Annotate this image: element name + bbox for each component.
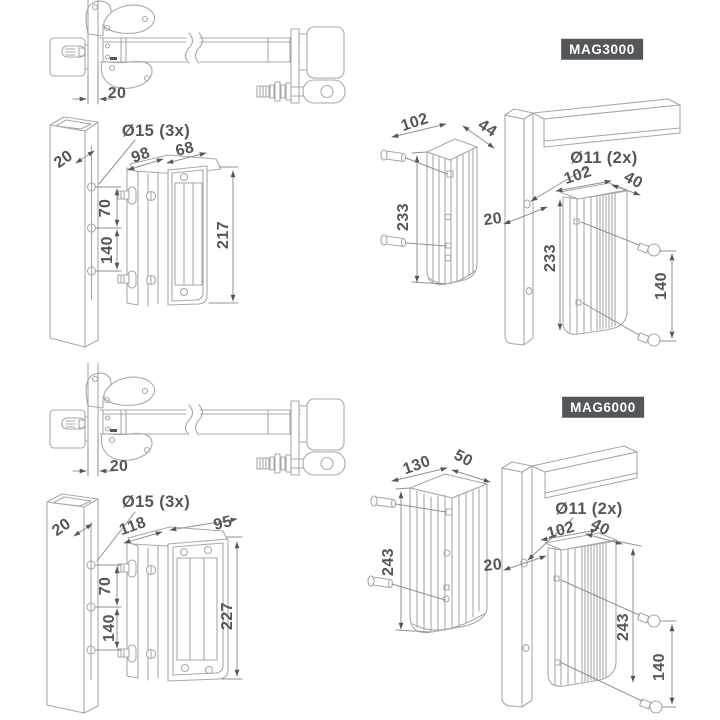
dim-mag3000-plate-height: 233 — [542, 244, 559, 272]
dim-mag3000-hole-spacing-a: 70 — [97, 198, 114, 218]
dim-mag6000-magnet-height: 243 — [380, 548, 397, 576]
dim-mag6000-gap: 20 — [482, 556, 504, 575]
dim-mag3000-hole-spacing-b: 140 — [99, 236, 116, 264]
dim-mag6000-bolt-spacing: 140 — [651, 653, 668, 681]
dim-mag6000-arm-offset: 20 — [109, 458, 129, 475]
dim-mag6000-hole-spacing-a: 70 — [97, 576, 114, 596]
dim-mag3000-gap: 20 — [482, 209, 504, 230]
product-badge-mag3000: MAG3000 — [561, 38, 643, 60]
label-mag6000-post-holes: Ø15 (3x) — [121, 492, 191, 511]
front-view-mag3000 — [49, 116, 239, 348]
label-mag6000-gate-holes: Ø11 (2x) — [555, 499, 623, 518]
dim-mag6000-plate-height: 243 — [615, 613, 632, 641]
iso-view-mag6000 — [367, 445, 677, 714]
arm-drawing-mag6000 — [50, 362, 345, 476]
dim-mag6000-hole-spacing-b: 140 — [101, 614, 118, 642]
arm-drawing-mag3000 — [50, 0, 345, 104]
dim-mag3000-bracket-height: 217 — [215, 221, 232, 249]
front-view-mag6000 — [46, 493, 243, 714]
dim-mag3000-magnet-height: 233 — [395, 203, 412, 231]
dim-mag6000-bracket-height: 227 — [219, 602, 236, 630]
iso-view-mag3000 — [380, 98, 681, 347]
label-mag3000-post-holes: Ø15 (3x) — [121, 121, 191, 140]
dim-mag3000-arm-offset: 20 — [107, 85, 127, 102]
product-badge-mag6000: MAG6000 — [562, 396, 644, 418]
label-mag3000-gate-holes: Ø11 (2x) — [570, 148, 638, 167]
dim-mag3000-bolt-spacing: 140 — [653, 272, 670, 300]
